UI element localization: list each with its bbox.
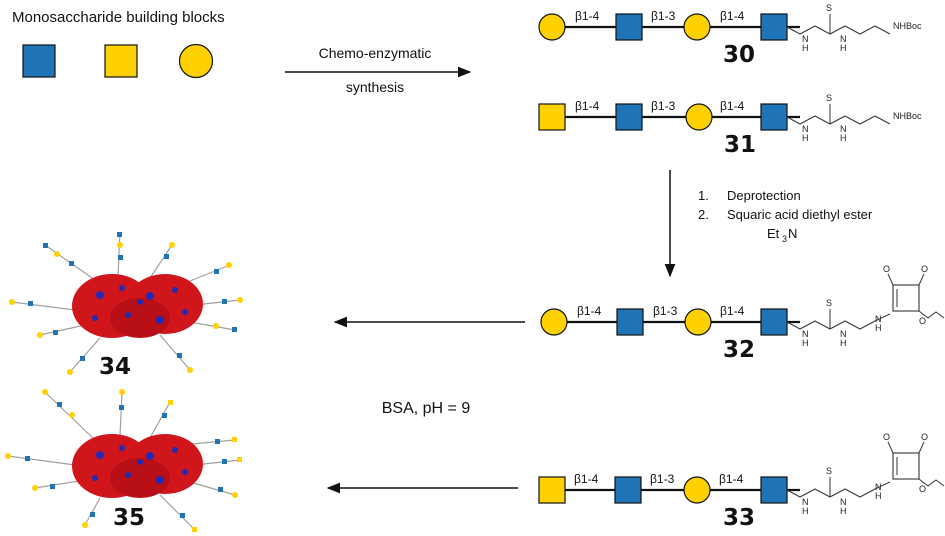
atom-h: H [802,338,809,348]
reagent-subscript: 3 [782,234,787,244]
compound-number: 31 [724,132,756,158]
atom-o: O [921,432,928,442]
linkage-label: β1-4 [720,304,745,318]
bsa-protein [72,434,203,498]
compound-32: β1-4 β1-3 β1-4 S N H N H N H O O O 32 [540,264,945,363]
galnac-square-icon [538,476,566,504]
atom-s: S [826,466,832,476]
glycan-residues [5,389,242,532]
yellow-circle-icon [178,43,214,79]
compound-30: β1-4 β1-3 β1-4 S N H N H NHBoc 30 [538,3,922,68]
atom-n: N [840,329,847,339]
conjugate-35: 35 [5,389,242,532]
atom-o: O [919,484,926,494]
atom-n: N [802,124,809,134]
compound-number: 32 [723,337,755,363]
squarate-ring [892,452,920,480]
nhboc-label: NHBoc [893,111,922,121]
galactose-circle-icon [685,103,713,131]
atom-h: H [875,323,882,333]
atom-n: N [875,482,882,492]
atom-n: N [802,329,809,339]
atom-s: S [826,298,832,308]
glcnac-square-icon [760,308,788,336]
linkage-label: β1-3 [651,9,676,23]
glcnac-square-icon [760,103,788,131]
atom-s: S [826,93,832,103]
synthesis-label-line2: synthesis [346,79,404,95]
nhboc-label: NHBoc [893,21,922,31]
compound-31: β1-4 β1-3 β1-4 S N H N H NHBoc 31 [538,93,922,158]
squarate-ring [892,284,920,312]
glcnac-square-icon [616,308,644,336]
linkage-label: β1-3 [651,99,676,113]
atom-o: O [883,432,890,442]
atom-h: H [875,491,882,501]
yellow-square-icon [104,44,138,78]
linkage-label: β1-3 [650,472,675,486]
glycan-residues [9,232,243,375]
step-2-number: 2. [698,207,709,222]
atom-h: H [802,43,809,53]
atom-h: H [840,338,847,348]
legend: Monosaccharide building blocks [12,9,225,79]
synthesis-label-line1: Chemo-enzymatic [319,45,432,61]
step-2-text: Squaric acid diethyl ester [727,207,873,222]
atom-h: H [802,506,809,516]
atom-s: S [826,3,832,13]
conjugation-arrows: BSA, pH = 9 [326,316,525,494]
linkage-label: β1-3 [653,304,678,318]
galactose-circle-icon [683,476,711,504]
linkage-label: β1-4 [575,99,600,113]
atom-n: N [875,314,882,324]
conjugate-number: 34 [99,354,131,380]
atom-o: O [883,264,890,274]
atom-o: O [919,316,926,326]
atom-o: O [921,264,928,274]
linkage-label: β1-4 [720,9,745,23]
glcnac-square-icon [615,13,643,41]
atom-h: H [840,133,847,143]
compound-33: β1-4 β1-3 β1-4 S N H N H N H O O O 33 [538,432,945,531]
step-1-number: 1. [698,188,709,203]
synthesis-arrow: Chemo-enzymatic synthesis [285,45,472,95]
reagent-et: Et [767,226,780,241]
step-1-text: Deprotection [727,188,801,203]
glcnac-square-icon [614,476,642,504]
legend-title: Monosaccharide building blocks [12,9,225,26]
galactose-circle-icon [683,13,711,41]
linkage-label: β1-4 [575,9,600,23]
conjugate-34: 34 [9,231,243,380]
galactose-circle-icon [684,308,712,336]
atom-n: N [840,497,847,507]
linkage-label: β1-4 [720,99,745,113]
glcnac-square-icon [760,13,788,41]
atom-n: N [802,34,809,44]
reagent-n: N [788,226,797,241]
conjugate-number: 35 [113,505,145,531]
compound-number: 30 [723,42,755,68]
galactose-circle-icon [540,308,568,336]
atom-n: N [802,497,809,507]
linkage-label: β1-4 [719,472,744,486]
atom-n: N [840,34,847,44]
atom-h: H [840,506,847,516]
linkage-label: β1-4 [574,472,599,486]
deprotection-arrow: 1. Deprotection 2. Squaric acid diethyl … [664,170,873,278]
conjugation-label: BSA, pH = 9 [382,400,471,417]
linkage-label: β1-4 [577,304,602,318]
glcnac-square-icon [615,103,643,131]
atom-h: H [840,43,847,53]
atom-n: N [840,124,847,134]
blue-square-icon [22,44,56,78]
atom-h: H [802,133,809,143]
compound-number: 33 [723,505,755,531]
galnac-square-icon [538,103,566,131]
bsa-protein [72,274,203,338]
glcnac-square-icon [760,476,788,504]
galactose-circle-icon [538,13,566,41]
